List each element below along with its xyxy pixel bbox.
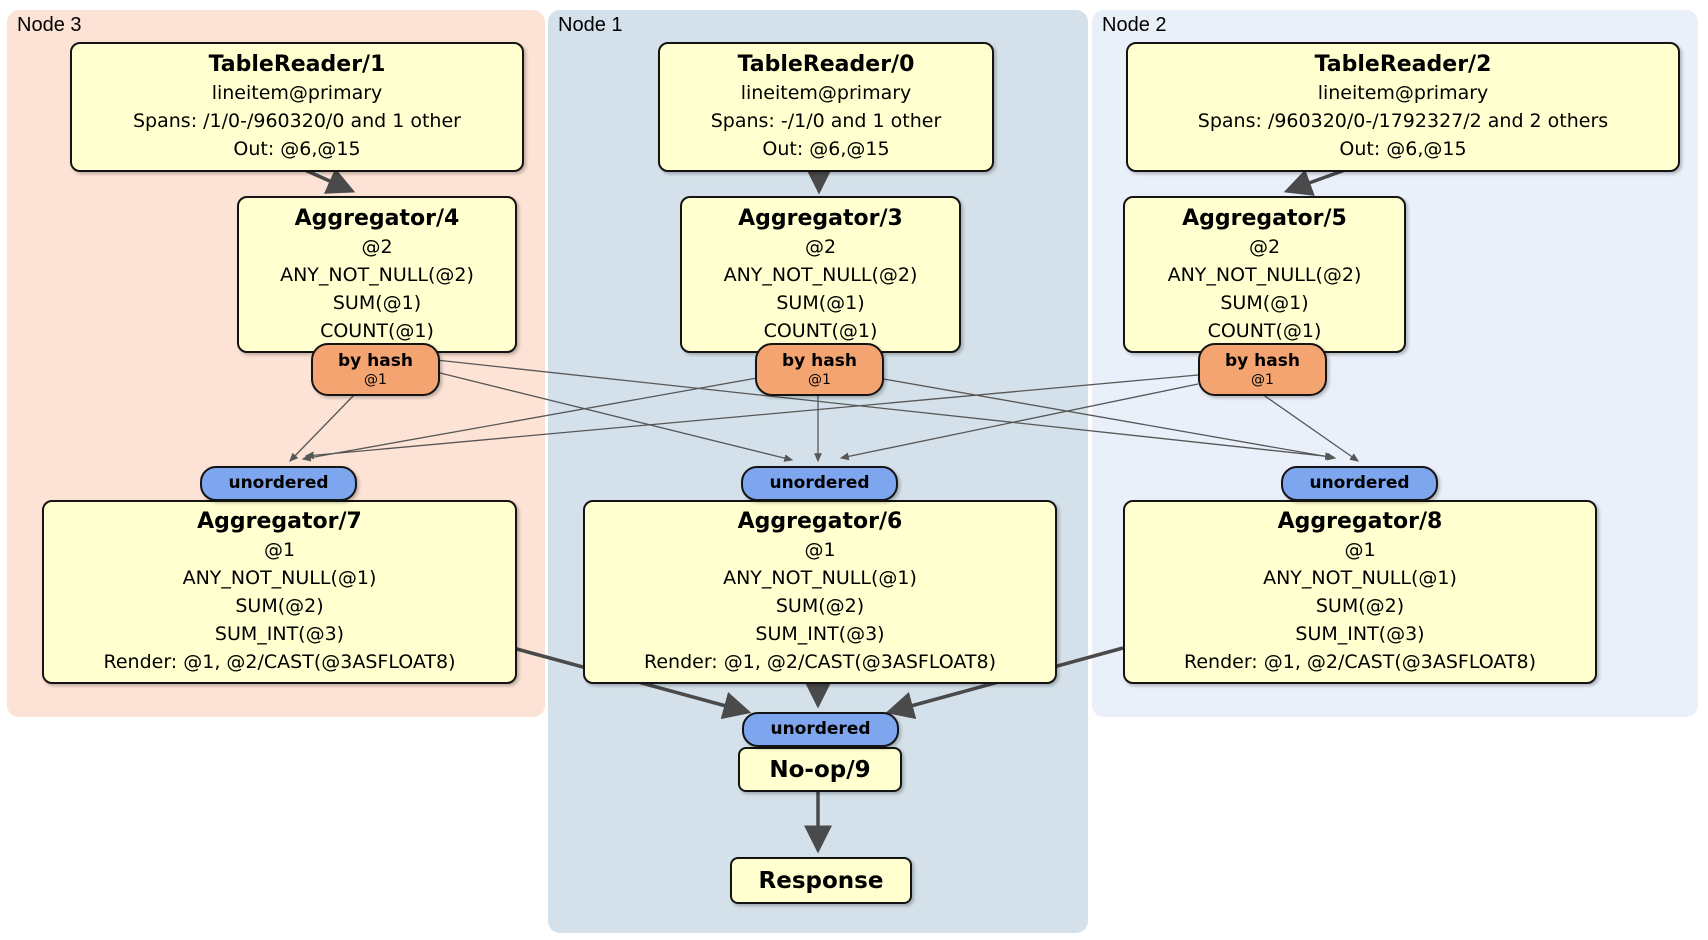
processor-detail-line: Out: @6,@15	[1339, 138, 1467, 160]
processor-tablereader-0: TableReader/0 lineitem@primary Spans: -/…	[658, 42, 994, 172]
processor-detail-line: COUNT(@1)	[1207, 319, 1322, 342]
stream-label: unordered	[1309, 473, 1410, 493]
processor-tablereader-2: TableReader/2 lineitem@primary Spans: /9…	[1126, 42, 1680, 172]
processor-detail-line: Render: @1, @2/CAST(@3ASFLOAT8)	[103, 651, 456, 673]
processor-title: TableReader/2	[1314, 52, 1492, 77]
processor-detail-line: ANY_NOT_NULL(@2)	[1167, 263, 1362, 286]
stream-unordered-agg8: unordered	[1281, 466, 1438, 501]
processor-detail-line: SUM(@1)	[1220, 291, 1309, 314]
processor-detail-line: Spans: /960320/0-/1792327/2 and 2 others	[1197, 110, 1609, 132]
region-node2-label: Node 2	[1102, 14, 1167, 36]
processor-detail-line: SUM_INT(@3)	[1295, 623, 1425, 645]
processor-detail-line: SUM(@2)	[235, 595, 324, 617]
router-by-hash-3: by hash @1	[755, 343, 884, 396]
processor-detail-line: ANY_NOT_NULL(@1)	[723, 567, 917, 589]
processor-aggregator-3: Aggregator/3 @2 ANY_NOT_NULL(@2) SUM(@1)…	[680, 196, 961, 353]
edge-hash4-unordered8	[435, 359, 1335, 461]
router-label: by hash	[782, 350, 857, 371]
processor-detail-line: SUM(@2)	[1315, 595, 1405, 617]
processor-detail-line: Render: @1, @2/CAST(@3ASFLOAT8)	[644, 651, 996, 673]
router-by-hash-4: by hash @1	[311, 343, 440, 396]
processor-detail-line: @2	[1248, 235, 1281, 258]
processor-title: Aggregator/8	[1277, 509, 1443, 534]
router-hash-key: @1	[808, 371, 831, 388]
router-label: by hash	[338, 350, 413, 371]
processor-detail-line: ANY_NOT_NULL(@2)	[280, 263, 474, 286]
processor-detail-line: Spans: /1/0-/960320/0 and 1 other	[133, 110, 461, 132]
edge-hash3-unordered7	[301, 377, 758, 462]
processor-detail-line: Spans: -/1/0 and 1 other	[710, 110, 942, 132]
processor-detail-line: lineitem@primary	[740, 82, 912, 104]
processor-title: Aggregator/4	[294, 205, 460, 231]
processor-title: Aggregator/3	[738, 205, 903, 231]
processor-title: Aggregator/7	[197, 509, 362, 534]
processor-aggregator-5: Aggregator/5 @2 ANY_NOT_NULL(@2) SUM(@1)…	[1123, 196, 1406, 353]
processor-detail-line: @1	[804, 539, 836, 561]
processor-detail-line: @2	[804, 235, 837, 258]
edge-hash4-unordered7	[289, 393, 356, 462]
processor-detail-line: SUM_INT(@3)	[214, 623, 345, 645]
edge-hash5-unordered7	[304, 374, 1199, 460]
processor-detail-line: COUNT(@1)	[320, 319, 434, 342]
edge-hash5-unordered6	[839, 383, 1199, 461]
processor-noop-9: No-op/9	[738, 747, 902, 792]
edge-hash3-unordered8	[877, 377, 1337, 461]
processor-tablereader-1: TableReader/1 lineitem@primary Spans: /1…	[70, 42, 524, 172]
processor-title: Aggregator/6	[737, 509, 903, 534]
stream-unordered-agg7: unordered	[200, 466, 357, 501]
router-label: by hash	[1225, 350, 1300, 371]
processor-aggregator-8: Aggregator/8 @1 ANY_NOT_NULL(@1) SUM(@2)…	[1123, 500, 1597, 684]
stream-label: unordered	[769, 473, 870, 493]
processor-detail-line: SUM(@1)	[776, 291, 865, 314]
processor-detail-line: Out: @6,@15	[762, 138, 890, 160]
processor-detail-line: @1	[263, 539, 296, 561]
router-by-hash-5: by hash @1	[1198, 343, 1327, 396]
processor-aggregator-4: Aggregator/4 @2 ANY_NOT_NULL(@2) SUM(@1)…	[237, 196, 517, 353]
processor-detail-line: lineitem@primary	[1317, 82, 1489, 104]
processor-detail-line: SUM(@1)	[332, 291, 422, 314]
processor-detail-line: Out: @6,@15	[233, 138, 361, 160]
processor-detail-line: @1	[1344, 539, 1376, 561]
processor-detail-line: SUM(@2)	[775, 595, 865, 617]
processor-detail-line: Render: @1, @2/CAST(@3ASFLOAT8)	[1184, 651, 1536, 673]
region-node1-label: Node 1	[558, 14, 623, 36]
region-node3-label: Node 3	[17, 14, 82, 36]
stream-unordered-noop: unordered	[742, 712, 899, 747]
processor-title: TableReader/1	[208, 52, 386, 77]
processor-detail-line: lineitem@primary	[211, 82, 383, 104]
response-node: Response	[730, 857, 912, 904]
processor-title: Aggregator/5	[1182, 205, 1347, 231]
processor-detail-line: SUM_INT(@3)	[755, 623, 885, 645]
edge-tr1-agg4	[304, 168, 356, 194]
router-hash-key: @1	[364, 371, 387, 388]
processor-detail-line: ANY_NOT_NULL(@2)	[723, 263, 918, 286]
router-hash-key: @1	[1251, 371, 1274, 388]
stream-unordered-agg6: unordered	[741, 466, 898, 501]
processor-detail-line: ANY_NOT_NULL(@1)	[1263, 567, 1457, 589]
processor-aggregator-7: Aggregator/7 @1 ANY_NOT_NULL(@1) SUM(@2)…	[42, 500, 517, 684]
processor-detail-line: ANY_NOT_NULL(@1)	[182, 567, 377, 589]
processor-title: No-op/9	[769, 756, 871, 783]
processor-aggregator-6: Aggregator/6 @1 ANY_NOT_NULL(@1) SUM(@2)…	[583, 500, 1057, 684]
edge-hash5-unordered8	[1261, 393, 1360, 462]
edge-hash4-unordered6	[435, 371, 794, 462]
processor-title: Response	[758, 867, 884, 894]
stream-label: unordered	[228, 473, 329, 493]
processor-detail-line: @2	[361, 235, 393, 258]
processor-title: TableReader/0	[737, 52, 915, 77]
stream-label: unordered	[770, 719, 871, 739]
processor-detail-line: COUNT(@1)	[763, 319, 878, 342]
edge-tr2-agg5	[1283, 168, 1346, 196]
